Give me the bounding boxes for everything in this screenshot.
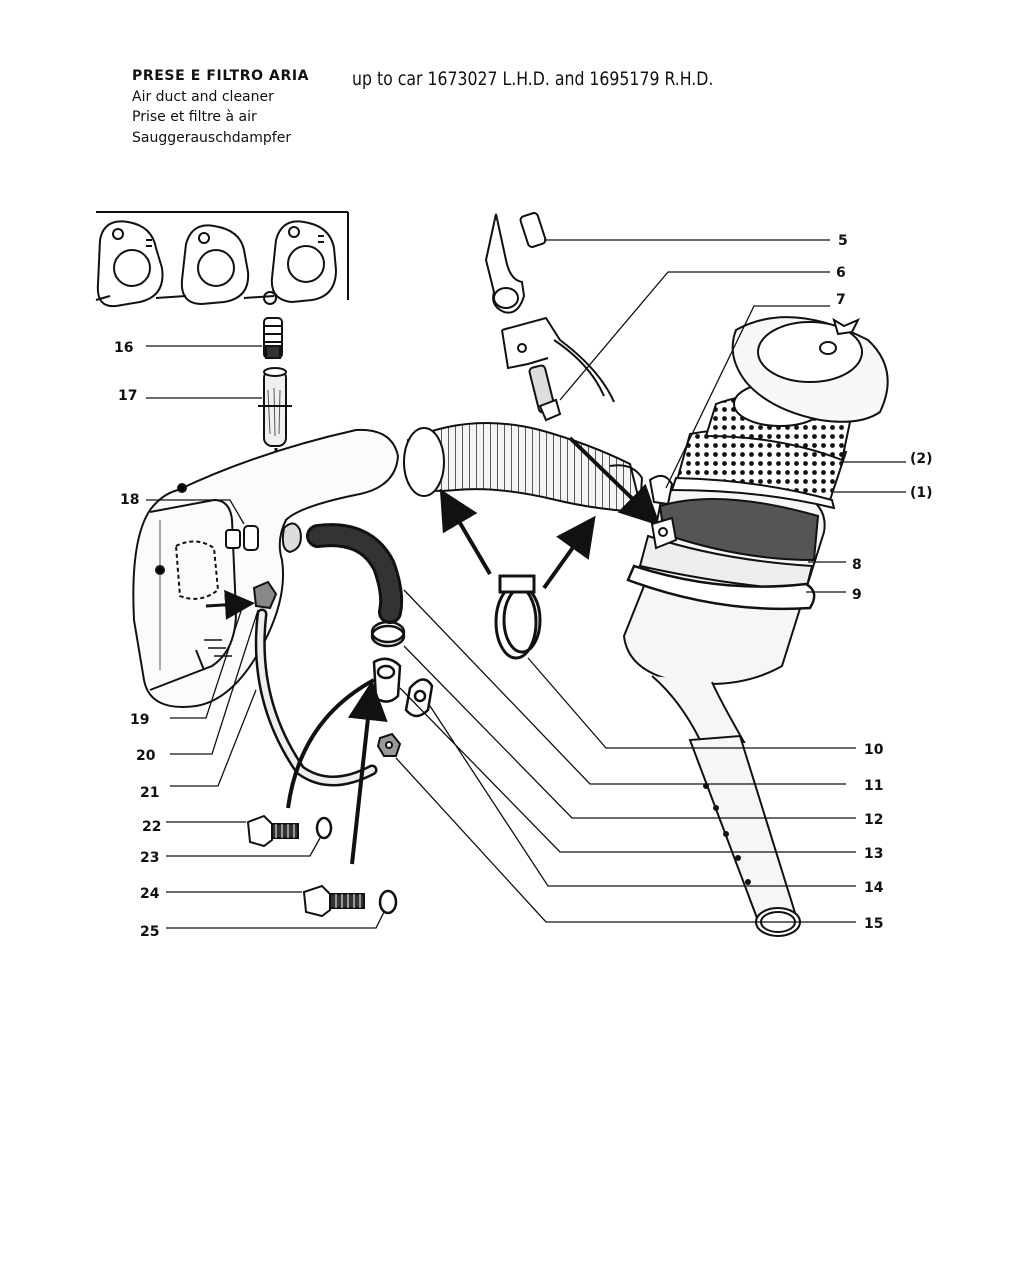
part-20-nut xyxy=(252,580,278,610)
callout-12: 12 xyxy=(864,812,883,828)
leader-lines xyxy=(395,239,906,923)
subtitle-french: Prise et filtre à air xyxy=(132,109,257,125)
arrow-clamp-filter xyxy=(542,515,596,590)
part-13-union xyxy=(372,657,402,703)
leader-lines-left xyxy=(146,345,385,929)
callout-21: 21 xyxy=(140,785,159,801)
callout-10: 10 xyxy=(864,742,884,758)
part-10-hose-clamp xyxy=(494,574,542,660)
callout-17: 17 xyxy=(118,388,137,404)
part-22-bolt xyxy=(246,814,299,848)
part-14-gasket xyxy=(404,678,434,718)
callout-22: 22 xyxy=(142,819,161,835)
part-12-hose-clamp xyxy=(370,620,406,648)
subtitle-german: Sauggerauschdampfer xyxy=(132,129,292,146)
arrow-clamp-duct xyxy=(439,488,492,576)
callout-25: 25 xyxy=(140,924,159,940)
applicability-note: up to car 1673027 L.H.D. and 1695179 R.H… xyxy=(352,68,714,90)
part-5-clip xyxy=(484,212,547,314)
callout-14: 14 xyxy=(864,880,884,896)
callout-11: 11 xyxy=(864,778,883,794)
callout-8: 8 xyxy=(852,557,862,573)
callout-9: 9 xyxy=(852,587,862,603)
part-23-washer xyxy=(315,816,333,840)
header-block: PRESE E FILTRO ARIA Air duct and cleaner… xyxy=(132,66,309,148)
callout-16: 16 xyxy=(114,340,133,356)
callout-1: (1) xyxy=(910,485,933,501)
callout-6: 6 xyxy=(836,265,846,281)
page-title: PRESE E FILTRO ARIA xyxy=(132,68,310,84)
part-16-nipple xyxy=(263,317,283,359)
callout-23: 23 xyxy=(140,850,159,866)
callout-2: (2) xyxy=(910,451,933,467)
clamp-fittings xyxy=(648,474,678,550)
arrow-bolt-24 xyxy=(347,680,388,865)
callout-24: 24 xyxy=(140,886,160,902)
callout-18: 18 xyxy=(120,492,139,508)
part-17-sleeve xyxy=(258,367,292,447)
part-8-filter-body-band xyxy=(638,497,820,592)
subtitle-english: Air duct and cleaner xyxy=(132,88,274,105)
callout-20: 20 xyxy=(136,748,156,764)
callout-labels: 5 6 7 (2) (1) 8 9 10 11 12 13 14 15 16 1… xyxy=(114,233,933,940)
callout-5: 5 xyxy=(838,233,848,249)
part-21-breather-hose xyxy=(254,608,378,787)
callout-13: 13 xyxy=(864,846,883,862)
part-24-bolt xyxy=(302,884,365,918)
part-15-nut xyxy=(376,732,402,757)
manifold-flange xyxy=(95,211,349,308)
callout-19: 19 xyxy=(130,712,149,728)
callout-7: 7 xyxy=(836,292,846,308)
part-6-bracket xyxy=(501,316,615,422)
part-18-screw xyxy=(225,522,302,554)
part-19-arrow xyxy=(205,589,255,620)
part-11-elbow-hose xyxy=(306,523,404,624)
part-7-cover xyxy=(731,316,889,423)
arrow-bolt-6 xyxy=(568,436,661,526)
corrugated-air-duct xyxy=(403,421,644,514)
part-25-washer xyxy=(378,889,398,915)
callout-15: 15 xyxy=(864,916,883,932)
